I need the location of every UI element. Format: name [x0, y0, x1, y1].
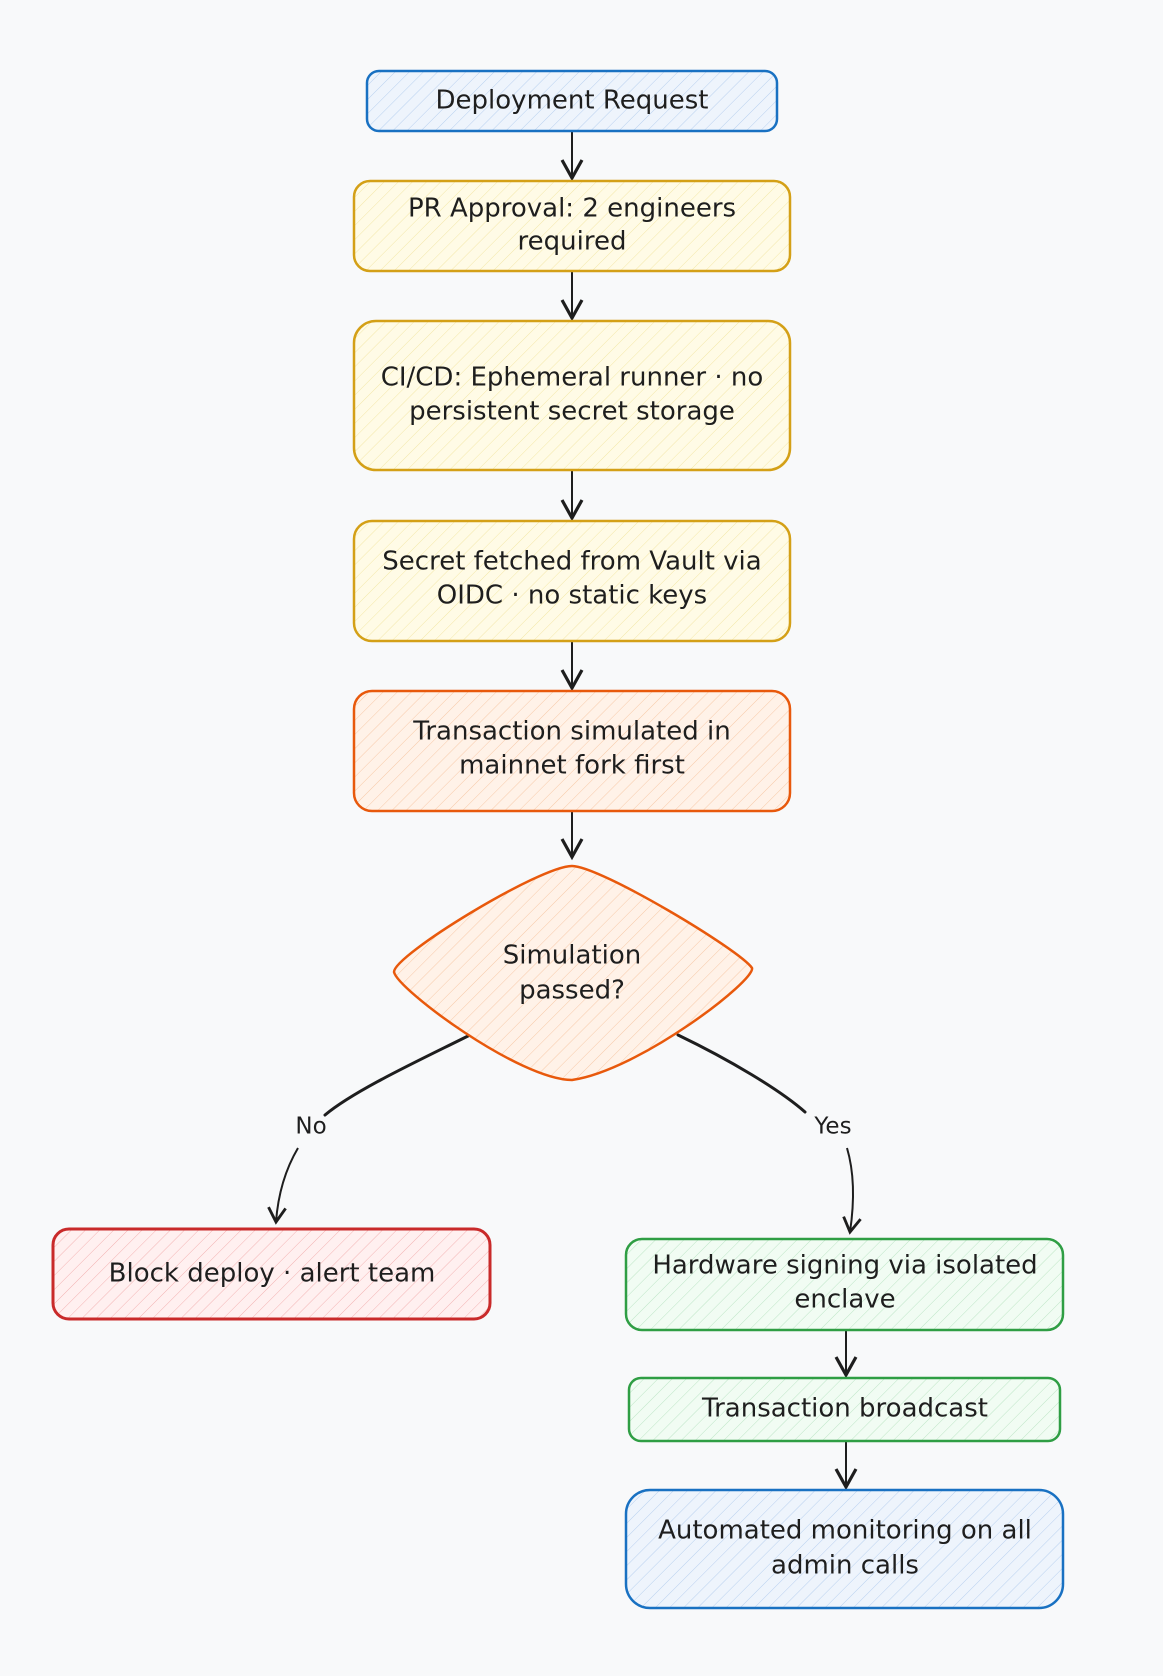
node-monitoring: Automated monitoring on all admin calls	[624, 1488, 1065, 1610]
node-tx-simulated-line-1: Transaction simulated in	[412, 717, 730, 747]
node-decision-simulation: Simulation passed?	[392, 864, 754, 1082]
node-deployment-request-label: Deployment Request	[436, 86, 709, 116]
node-secret-fetch-line-1: Secret fetched from Vault via	[382, 547, 761, 577]
node-deployment-request: Deployment Request	[365, 69, 779, 133]
node-decision-line-1: Simulation	[503, 941, 642, 971]
node-tx-broadcast-label: Transaction broadcast	[701, 1394, 988, 1424]
node-block-deploy-label: Block deploy · alert team	[109, 1259, 436, 1289]
node-monitoring-line-2: admin calls	[771, 1551, 919, 1581]
edge-no-arrow	[267, 1147, 299, 1225]
node-pr-approval: PR Approval: 2 engineers required	[352, 179, 792, 273]
node-hw-signing-line-2: enclave	[794, 1285, 895, 1315]
edge-no-branch	[323, 1033, 472, 1117]
node-decision-line-2: passed?	[519, 976, 625, 1006]
node-hw-signing-line-1: Hardware signing via isolated	[652, 1251, 1037, 1281]
node-cicd-line-1: CI/CD: Ephemeral runner · no	[381, 363, 764, 393]
edge-yes-branch	[676, 1033, 807, 1114]
node-monitoring-line-1: Automated monitoring on all	[658, 1516, 1032, 1546]
node-hw-signing: Hardware signing via isolated enclave	[624, 1237, 1065, 1332]
node-tx-broadcast: Transaction broadcast	[627, 1376, 1062, 1443]
node-secret-fetch-line-2: OIDC · no static keys	[437, 581, 707, 611]
edge-yes-arrow	[842, 1147, 862, 1235]
edge-label-no: No	[295, 1114, 326, 1140]
edge-label-yes: Yes	[813, 1114, 851, 1140]
node-block-deploy: Block deploy · alert team	[51, 1227, 492, 1321]
node-pr-approval-line-2: required	[518, 227, 627, 257]
node-cicd: CI/CD: Ephemeral runner · no persistent …	[352, 319, 792, 472]
node-secret-fetch: Secret fetched from Vault via OIDC · no …	[352, 519, 792, 643]
node-tx-simulated-line-2: mainnet fork first	[459, 751, 685, 781]
node-pr-approval-line-1: PR Approval: 2 engineers	[408, 194, 736, 224]
node-cicd-line-2: persistent secret storage	[409, 397, 735, 427]
node-tx-simulated: Transaction simulated in mainnet fork fi…	[352, 689, 792, 813]
